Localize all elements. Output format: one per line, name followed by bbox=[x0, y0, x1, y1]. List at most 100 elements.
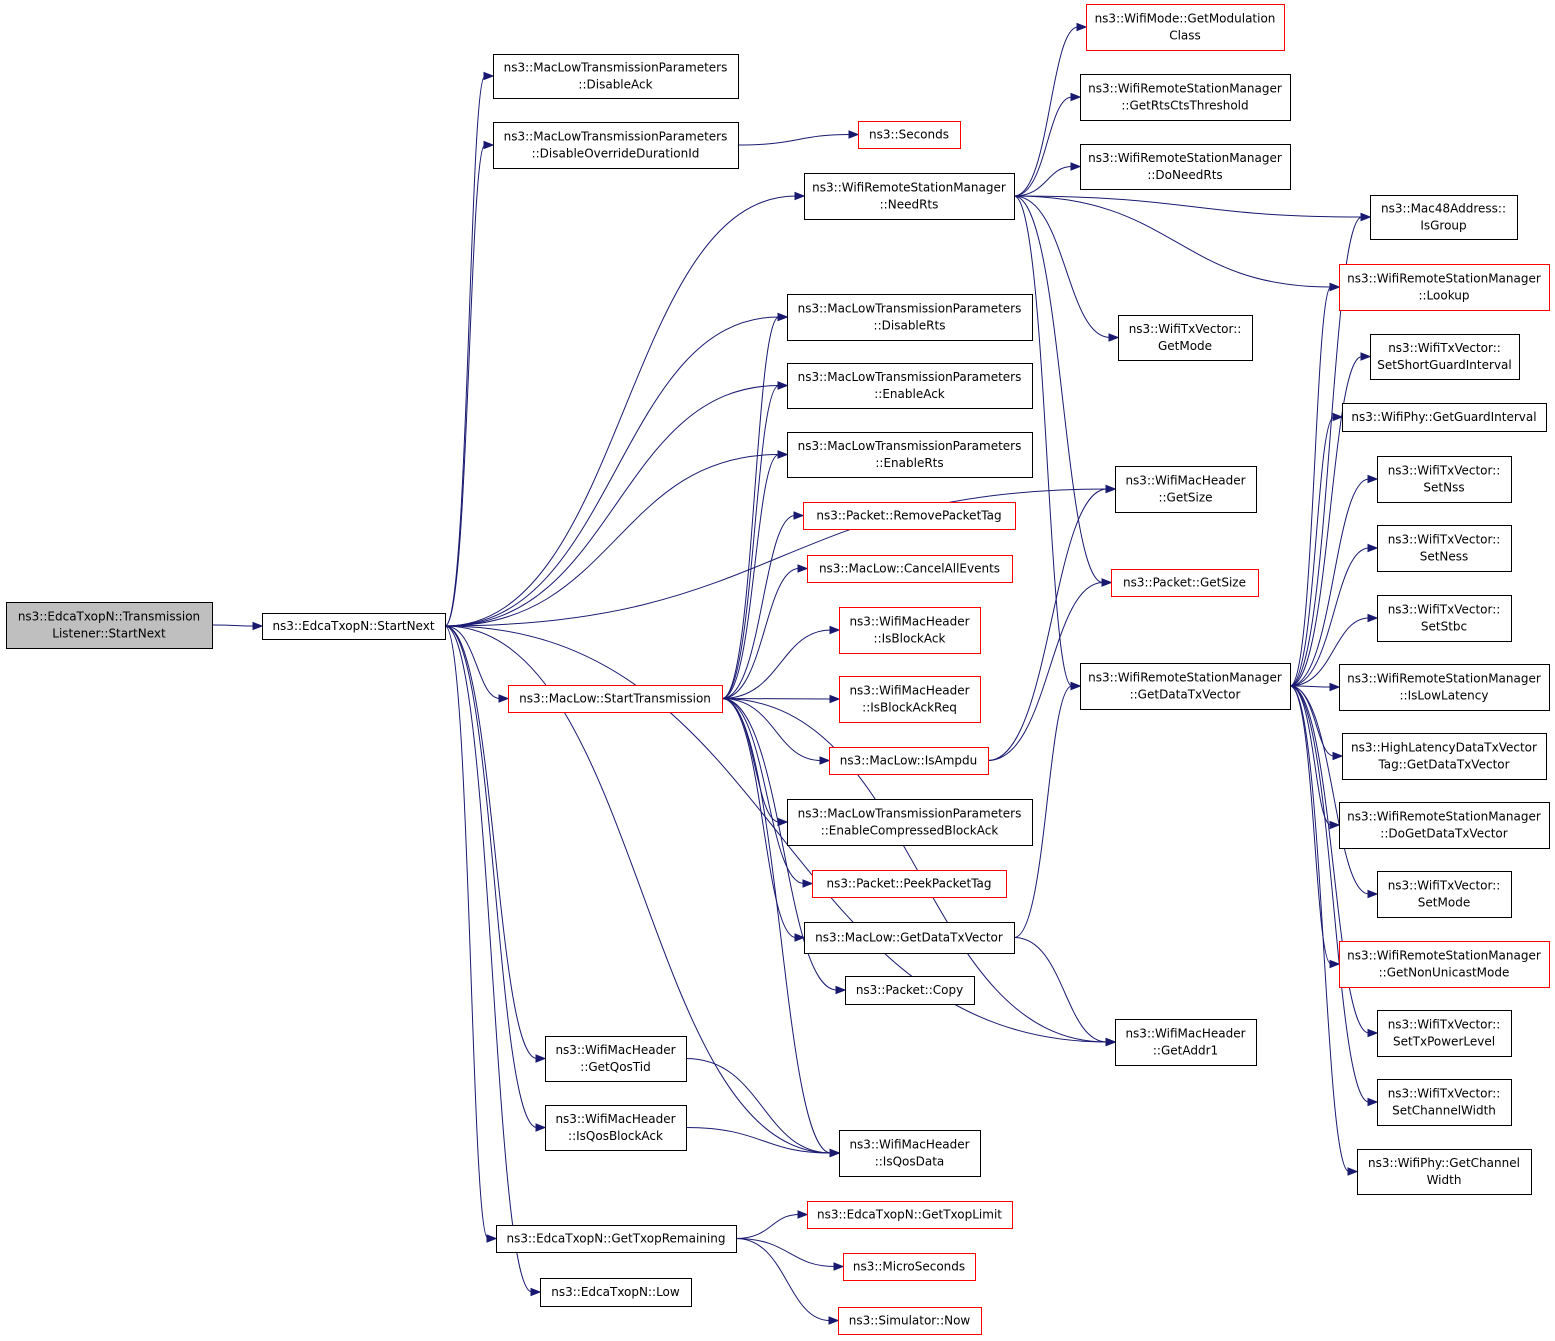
node-root[interactable]: ns3::EdcaTxopN::TransmissionListener::St… bbox=[6, 602, 213, 649]
node-setstbc[interactable]: ns3::WifiTxVector::SetStbc bbox=[1377, 595, 1512, 642]
node-peektag[interactable]: ns3::Packet::PeekPacketTag bbox=[812, 870, 1007, 898]
node-box bbox=[1370, 334, 1520, 380]
node-label-line: ::DisableAck bbox=[578, 78, 652, 92]
node-label-line: ns3::WifiTxVector:: bbox=[1388, 533, 1501, 547]
node-setnss[interactable]: ns3::WifiTxVector::SetNss bbox=[1377, 456, 1512, 503]
node-isblockackreq[interactable]: ns3::WifiMacHeader::IsBlockAckReq bbox=[839, 676, 981, 723]
node-isqosdata[interactable]: ns3::WifiMacHeader::IsQosData bbox=[839, 1130, 981, 1177]
node-getaddr1[interactable]: ns3::WifiMacHeader::GetAddr1 bbox=[1115, 1019, 1257, 1066]
node-label-line: ::GetAddr1 bbox=[1153, 1044, 1218, 1058]
node-doneedrts[interactable]: ns3::WifiRemoteStationManager::DoNeedRts bbox=[1080, 144, 1291, 190]
node-label-line: ns3::WifiRemoteStationManager bbox=[1347, 672, 1541, 686]
node-label-line: GetMode bbox=[1158, 339, 1212, 353]
node-lookup[interactable]: ns3::WifiRemoteStationManager::Lookup bbox=[1339, 264, 1550, 311]
node-copy[interactable]: ns3::Packet::Copy bbox=[845, 976, 975, 1005]
node-enableack[interactable]: ns3::MacLowTransmissionParameters::Enabl… bbox=[787, 363, 1033, 409]
edge-arrowhead bbox=[530, 1287, 542, 1297]
node-isampdu[interactable]: ns3::MacLow::IsAmpdu bbox=[829, 747, 989, 775]
edge-wrsm_getdtv-to-settxpower bbox=[1289, 685, 1379, 1038]
node-seconds[interactable]: ns3::Seconds bbox=[858, 121, 961, 149]
node-label-line: Listener::StartNext bbox=[52, 627, 166, 641]
edge-ml_getdtv-to-getaddr1 bbox=[1013, 937, 1117, 1047]
node-setness[interactable]: ns3::WifiTxVector::SetNess bbox=[1377, 525, 1512, 572]
edge-disableoverride-to-seconds bbox=[737, 130, 860, 146]
node-enablecba[interactable]: ns3::MacLowTransmissionParameters::Enabl… bbox=[787, 799, 1033, 846]
edge-getqostid-to-isqosdata bbox=[685, 1058, 841, 1158]
node-label-line: ::DisableRts bbox=[874, 319, 946, 333]
node-islowlatency[interactable]: ns3::WifiRemoteStationManager::IsLowLate… bbox=[1339, 664, 1550, 711]
node-getmode[interactable]: ns3::WifiTxVector::GetMode bbox=[1118, 315, 1253, 361]
node-label-line: ns3::WifiTxVector:: bbox=[1129, 322, 1242, 336]
node-label-line: ns3::EdcaTxopN::Low bbox=[551, 1285, 680, 1299]
edge-startxmit-to-isblockack bbox=[721, 625, 841, 699]
node-label-line: ns3::MacLow::StartTransmission bbox=[519, 692, 711, 706]
node-setmode[interactable]: ns3::WifiTxVector::SetMode bbox=[1377, 871, 1512, 918]
node-isqosblockack[interactable]: ns3::WifiMacHeader::IsQosBlockAck bbox=[545, 1105, 687, 1151]
node-label-line: SetShortGuardInterval bbox=[1377, 358, 1511, 372]
node-disablerts[interactable]: ns3::MacLowTransmissionParameters::Disab… bbox=[787, 294, 1033, 341]
edge-line bbox=[444, 385, 780, 627]
edge-line bbox=[1289, 685, 1370, 895]
node-label-line: ns3::WifiRemoteStationManager bbox=[812, 181, 1006, 195]
node-hldtvtag[interactable]: ns3::HighLatencyDataTxVectorTag::GetData… bbox=[1342, 733, 1547, 780]
node-removetag[interactable]: ns3::Packet::RemovePacketTag bbox=[803, 502, 1016, 530]
node-hdr_getsize[interactable]: ns3::WifiMacHeader::GetSize bbox=[1115, 466, 1257, 513]
node-box bbox=[1339, 664, 1550, 711]
node-gettxoplimit[interactable]: ns3::EdcaTxopN::GetTxopLimit bbox=[807, 1201, 1013, 1229]
node-wrsm_getdtv[interactable]: ns3::WifiRemoteStationManager::GetDataTx… bbox=[1080, 663, 1291, 710]
node-label-line: ::EnableCompressedBlockAck bbox=[821, 824, 999, 838]
edge-wrsm_getdtv-to-islowlatency bbox=[1289, 682, 1341, 692]
edge-arrowhead bbox=[1329, 682, 1341, 692]
node-setchwidth[interactable]: ns3::WifiTxVector::SetChannelWidth bbox=[1377, 1079, 1512, 1126]
node-isblockack[interactable]: ns3::WifiMacHeader::IsBlockAck bbox=[839, 607, 981, 654]
node-box bbox=[858, 121, 961, 149]
node-isgroup[interactable]: ns3::Mac48Address::IsGroup bbox=[1370, 195, 1518, 240]
node-dogetdtv[interactable]: ns3::WifiRemoteStationManager::DoGetData… bbox=[1339, 802, 1550, 849]
node-box bbox=[545, 1036, 687, 1082]
node-now[interactable]: ns3::Simulator::Now bbox=[838, 1307, 982, 1335]
edge-arrowhead bbox=[252, 621, 264, 631]
node-ml_getdtv[interactable]: ns3::MacLow::GetDataTxVector bbox=[804, 922, 1015, 954]
edge-arrowhead bbox=[829, 625, 841, 635]
node-box bbox=[1339, 941, 1550, 988]
edge-arrowhead bbox=[1076, 22, 1088, 32]
edge-arrowhead bbox=[777, 381, 789, 390]
node-gettxopremaining[interactable]: ns3::EdcaTxopN::GetTxopRemaining bbox=[496, 1225, 737, 1253]
node-low[interactable]: ns3::EdcaTxopN::Low bbox=[540, 1278, 692, 1307]
node-box bbox=[838, 1307, 982, 1335]
node-box bbox=[545, 1105, 687, 1151]
node-getrtscts[interactable]: ns3::WifiRemoteStationManager::GetRtsCts… bbox=[1080, 74, 1291, 121]
node-box bbox=[493, 122, 739, 169]
node-disableack[interactable]: ns3::MacLowTransmissionParameters::Disab… bbox=[493, 54, 739, 99]
node-box bbox=[787, 363, 1033, 409]
edge-wrsm_getdtv-to-getnonunicast bbox=[1289, 685, 1341, 969]
node-startnext[interactable]: ns3::EdcaTxopN::StartNext bbox=[262, 613, 446, 640]
node-microseconds[interactable]: ns3::MicroSeconds bbox=[843, 1253, 976, 1281]
node-getguard[interactable]: ns3::WifiPhy::GetGuardInterval bbox=[1342, 403, 1547, 432]
node-label-line: ns3::WifiMode::GetModulation bbox=[1095, 12, 1276, 26]
node-getqostid[interactable]: ns3::WifiMacHeader::GetQosTid bbox=[545, 1036, 687, 1082]
edge-startxmit-to-isampdu bbox=[721, 698, 831, 765]
node-label-line: SetMode bbox=[1418, 896, 1470, 910]
node-settxpower[interactable]: ns3::WifiTxVector::SetTxPowerLevel bbox=[1377, 1010, 1512, 1057]
node-startxmit[interactable]: ns3::MacLow::StartTransmission bbox=[508, 685, 723, 713]
node-needrts[interactable]: ns3::WifiRemoteStationManager::NeedRts bbox=[804, 173, 1015, 220]
node-getnonunicast[interactable]: ns3::WifiRemoteStationManager::GetNonUni… bbox=[1339, 941, 1550, 988]
node-cancelall[interactable]: ns3::MacLow::CancelAllEvents bbox=[807, 555, 1013, 583]
node-enablerts[interactable]: ns3::MacLowTransmissionParameters::Enabl… bbox=[787, 432, 1033, 478]
edge-arrowhead bbox=[835, 985, 847, 995]
node-setsgi[interactable]: ns3::WifiTxVector::SetShortGuardInterval bbox=[1370, 334, 1520, 380]
node-label-line: ::IsQosData bbox=[875, 1155, 945, 1169]
edge-startnext-to-disablerts bbox=[444, 312, 789, 627]
node-disableoverride[interactable]: ns3::MacLowTransmissionParameters::Disab… bbox=[493, 122, 739, 169]
edge-line bbox=[737, 134, 851, 146]
edge-wrsm_getdtv-to-lookup bbox=[1289, 282, 1341, 687]
node-label-line: ns3::MacLowTransmissionParameters bbox=[798, 439, 1022, 453]
node-pkt_getsize[interactable]: ns3::Packet::GetSize bbox=[1111, 569, 1259, 597]
node-label-line: ns3::WifiMacHeader bbox=[849, 1138, 969, 1152]
node-box bbox=[803, 502, 1016, 530]
node-label-line: ns3::WifiTxVector:: bbox=[1388, 603, 1501, 617]
